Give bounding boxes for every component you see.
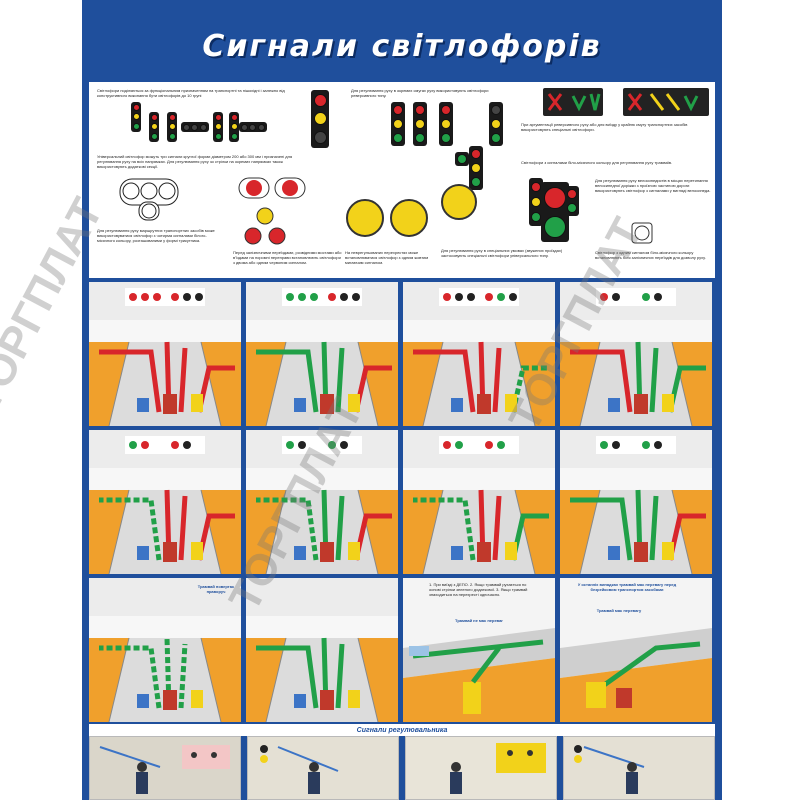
flashing-yellow-light-icon: [439, 182, 479, 222]
caption-tram-rules: 1. При виїзді з ДЕПО. 2. Якщо трамвай ру…: [429, 582, 528, 597]
caption-tram-priority: Трамвай має перевагу: [596, 608, 642, 613]
scene-6: [245, 429, 399, 575]
scene-5: [89, 429, 242, 575]
scene-4: [559, 282, 713, 427]
scene-3: [402, 282, 556, 427]
regulator-title-bar: Сигнали регулювальника: [89, 724, 715, 736]
scene-7: [402, 429, 556, 575]
scene-12-tram: [560, 578, 712, 722]
regulator-title: Сигнали регулювальника: [356, 726, 448, 734]
scene-10: [245, 577, 399, 722]
bicycle-light-icon: [529, 178, 543, 226]
traffic-light-icon: [391, 102, 405, 146]
reversible-light-icon: [623, 88, 709, 116]
info-text-6: На неврегульованих перехрестях може вста…: [345, 250, 429, 265]
flashing-yellow-light-icon: [343, 192, 433, 242]
white-signal-light-icon: [631, 222, 653, 244]
regulator-scene-3: [405, 736, 557, 800]
info-text-2: Універсальний світлофор можуть три сигна…: [97, 154, 293, 169]
info-text-3: Для регулювання руху маршрутних транспор…: [97, 228, 215, 243]
info-text-8: При аргументації реверсивного руху або д…: [521, 122, 688, 132]
info-text-10: Для регулювання руху велосипедистів в мі…: [595, 178, 711, 193]
traffic-light-icon: [131, 102, 141, 132]
traffic-light-icon: [229, 112, 239, 142]
info-text-1: Світлофори поділяються за функціональним…: [97, 88, 285, 98]
scene-8: [559, 429, 713, 575]
caption-tram-turn: Трамвай повертає праворуч: [197, 584, 235, 594]
tram-light-icon: [119, 178, 179, 222]
info-panel: Світлофори поділяються за функціональним…: [89, 82, 715, 278]
traffic-light-icon: [181, 122, 209, 132]
info-text-7: Для регулювання руху в спеціальних умова…: [441, 248, 563, 258]
traffic-light-icon: [439, 102, 453, 146]
caption-tram-no-priority: Трамвай не має переваг: [455, 618, 503, 623]
traffic-light-icon: [213, 112, 223, 142]
reversible-light-icon: [543, 88, 603, 116]
intersection-scenes: [89, 282, 713, 722]
traffic-light-icon: [149, 112, 159, 142]
traffic-light-icon: [239, 122, 267, 132]
info-text-5: Для регулювання руху в окремих смугах ру…: [351, 88, 489, 98]
title-bar: Сигнали світлофорів: [82, 22, 722, 70]
bridge-light-icon: [237, 206, 297, 246]
special-traffic-light-icon: [541, 182, 569, 242]
poster: Сигнали світлофорів Світлофори поділяють…: [82, 0, 722, 800]
regulator-scene-4: [563, 736, 715, 800]
scene-11-tram: [403, 578, 555, 722]
traffic-light-icon: [413, 102, 427, 146]
traffic-light-icon: [455, 152, 469, 166]
traffic-light-icon: [167, 112, 177, 142]
arrow-traffic-light-icon: [311, 90, 329, 148]
page-title: Сигнали світлофорів: [202, 28, 602, 64]
info-text-11: Світлофор з одним сигналом біло-місячног…: [595, 250, 706, 260]
scenes-grid: Трамвай повертає праворуч 1. При виїзді …: [89, 282, 715, 722]
caption-tram-special: У останніх випадках трамвай має перевагу…: [577, 582, 677, 592]
railway-light-icon: [237, 176, 307, 200]
pedestrian-light-icon: [565, 186, 579, 216]
regulator-row: [89, 736, 715, 800]
regulator-scene-2: [247, 736, 399, 800]
scene-2: [245, 282, 399, 427]
scene-9: [89, 577, 242, 722]
regulator-scene-1: [89, 736, 241, 800]
info-text-9: Світлофори з сигналами біло-місячного ко…: [521, 160, 673, 165]
traffic-light-icon: [489, 102, 503, 146]
scene-1: [89, 282, 242, 427]
traffic-light-icon: [469, 146, 483, 190]
info-text-4: Перед залізничними переїздами, розвідним…: [233, 250, 342, 265]
